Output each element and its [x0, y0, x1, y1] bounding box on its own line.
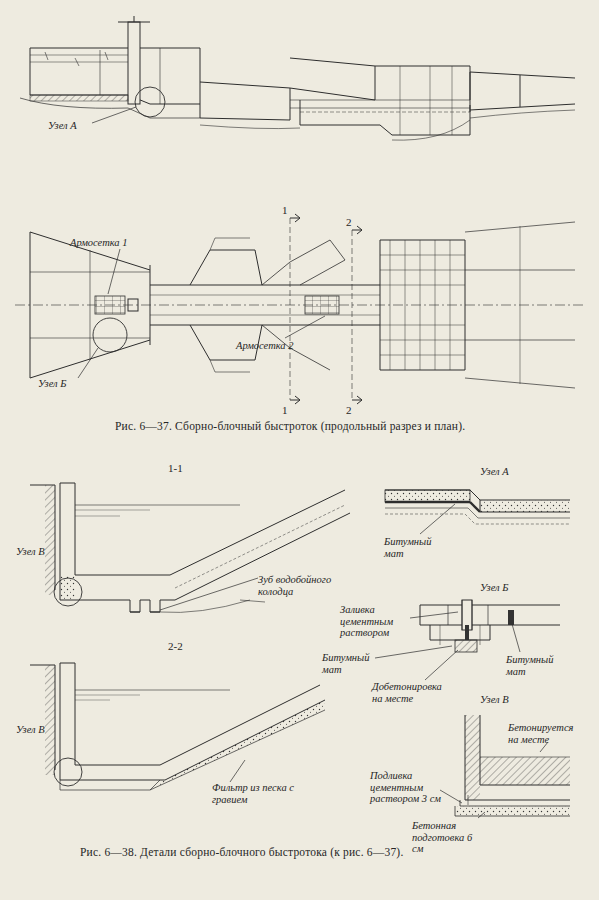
part-label: Заливка цементным раствором — [340, 604, 412, 639]
part-label: Армосетка 2 — [236, 340, 294, 352]
part-label: Армосетка 1 — [70, 237, 128, 249]
part-label: Подливка цементным раствором 3 см — [370, 770, 450, 805]
figure-caption: Рис. 6—38. Детали сборно-блочного быстро… — [80, 846, 403, 859]
detail-title: Узел В — [480, 694, 509, 706]
part-label: Битумный мат — [322, 652, 377, 675]
leader-line — [78, 348, 98, 378]
leader-line — [230, 760, 245, 782]
detail-a — [385, 490, 570, 534]
plan-view — [15, 214, 585, 404]
detail-title: Узел Б — [480, 582, 508, 594]
detail-b — [375, 600, 560, 680]
leader-line — [285, 316, 325, 338]
section-1-1 — [30, 483, 350, 613]
section-title: 2-2 — [168, 640, 183, 652]
section-mark: 1 — [282, 204, 288, 216]
figure-caption: Рис. 6—37. Сборно-блочный быстроток (про… — [115, 420, 465, 433]
detail-title: Узел А — [480, 466, 509, 478]
leader-line — [92, 107, 136, 123]
section-mark: 2 — [346, 404, 352, 416]
part-label: Добетонировка на месте — [372, 681, 454, 704]
section-2-2 — [30, 663, 325, 790]
part-label: Битумный мат — [384, 536, 444, 559]
part-label: Фильтр из песка с гравием — [212, 782, 332, 805]
detail-callout: Узел А — [48, 120, 77, 132]
section-mark: 1 — [282, 404, 288, 416]
section-title: 1-1 — [168, 462, 183, 474]
detail-callout: Узел Б — [38, 378, 66, 390]
part-label: Зуб водобойного колодца — [258, 574, 350, 597]
leader-line — [160, 578, 258, 610]
detail-callout: Узел В — [16, 724, 45, 736]
leader-line — [108, 249, 120, 294]
section-mark: 2 — [346, 216, 352, 228]
part-label: Бетонная подготовка 6 см — [412, 820, 482, 855]
part-label: Бетонируется на месте — [508, 722, 576, 745]
detail-callout: Узел В — [16, 546, 45, 558]
longitudinal-section — [20, 16, 575, 140]
part-label: Битумный мат — [506, 654, 556, 677]
